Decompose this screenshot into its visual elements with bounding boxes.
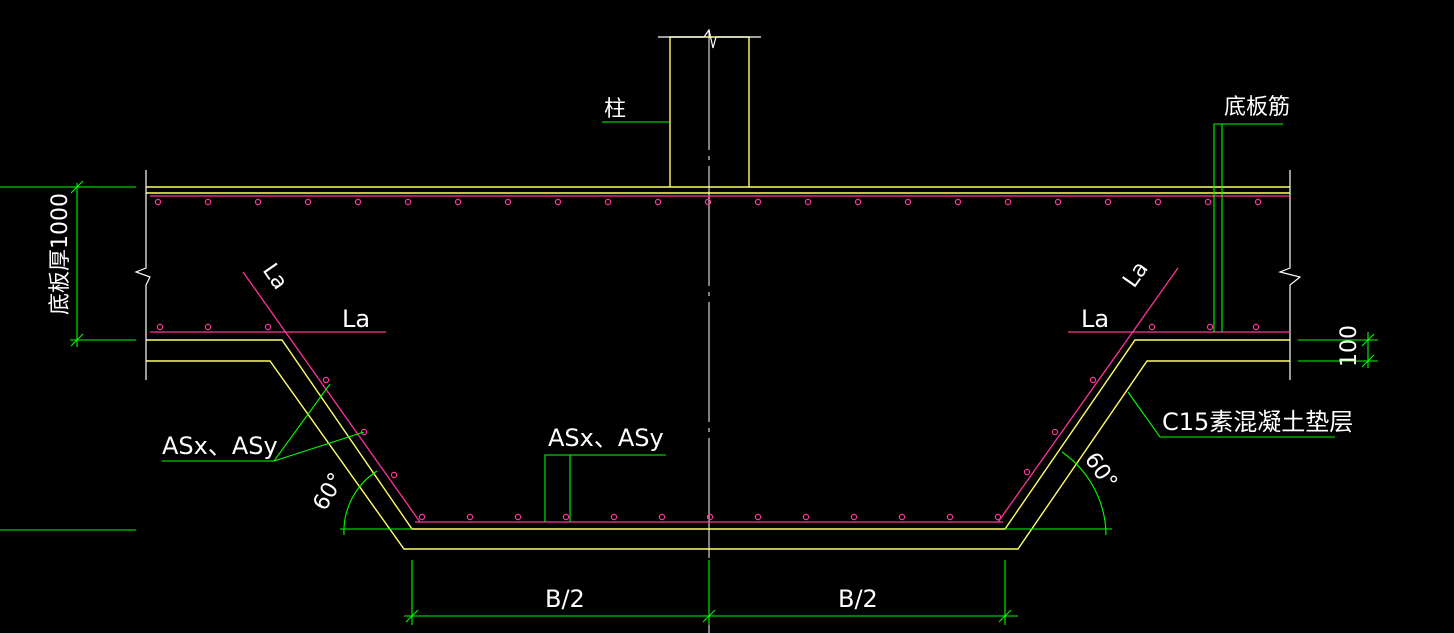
dim-right-tick-bottom [1361, 354, 1375, 368]
rebar-dot [454, 198, 462, 206]
rebar-dot [254, 198, 262, 206]
cushion-outline [146, 360, 1290, 550]
rebar-dot [610, 513, 618, 521]
right-diagonal-rebar [997, 267, 1179, 523]
rebar-dot [204, 323, 212, 331]
left-diagonal-rebar [242, 271, 421, 523]
rebar-dot [1104, 198, 1112, 206]
half-width-left-label: B/2 [545, 585, 585, 613]
rebar-dot [554, 198, 562, 206]
rebar-dot [658, 513, 666, 521]
rebar-dot [562, 513, 570, 521]
rebar-dot [322, 376, 330, 384]
rebar-dot [802, 513, 810, 521]
rebar-dot [418, 513, 426, 521]
rebar-dot [466, 513, 474, 521]
right-break-line [1278, 170, 1302, 380]
rebar-left-leader-2 [273, 431, 365, 462]
rebar-dot [1254, 198, 1262, 206]
rebar-dot [706, 513, 714, 521]
dim-left-tick-bottom [70, 333, 84, 347]
column-break-line [658, 28, 761, 49]
dim-bottom-tick-right [998, 609, 1012, 623]
rebar-dot [304, 198, 312, 206]
angle-left-arc [343, 470, 378, 536]
rebar-dot [156, 323, 164, 331]
half-width-right-label: B/2 [838, 585, 878, 613]
la-right-horizontal-label: La [1081, 305, 1109, 333]
rebar-dot [204, 198, 212, 206]
concrete-outline [146, 36, 1290, 550]
cushion-thickness-label: 100 [1337, 325, 1362, 367]
angle-right-arc [1061, 451, 1107, 536]
rebar-dot [946, 513, 954, 521]
rebar-dot [804, 198, 812, 206]
rebar-dots [154, 198, 1262, 521]
dim-bottom-tick-left [405, 609, 419, 623]
la-left-diagonal-label: La [257, 259, 292, 294]
rebar-dot [264, 323, 272, 331]
rebar-dot [1154, 198, 1162, 206]
slab-rebar-leader [1213, 123, 1283, 332]
rebar-dot [898, 513, 906, 521]
rebar-dot [1252, 323, 1260, 331]
rebar-left-label: ASx、ASy [162, 432, 278, 460]
rebar-dot [654, 198, 662, 206]
rebar-dot [954, 198, 962, 206]
rebar-dot [754, 513, 762, 521]
rebar-dot [1023, 468, 1031, 476]
rebar-dot [1204, 198, 1212, 206]
la-left-horizontal-label: La [342, 305, 370, 333]
left-break-line [134, 170, 151, 380]
text-labels: 柱 底板筋 底板厚1000 La La La La ASx、ASy ASx、AS… [48, 95, 1362, 613]
rebar-dot [404, 198, 412, 206]
dim-right-tick-top [1361, 333, 1375, 347]
rebar-dot [1148, 323, 1156, 331]
rebar-dot [154, 198, 162, 206]
column-label: 柱 [604, 97, 626, 122]
rebar-dot [390, 471, 398, 479]
rebar-lines [150, 195, 1290, 523]
leader-lines [162, 121, 1335, 522]
angle-right-label: 60° [1079, 448, 1122, 494]
rebar-dot [754, 198, 762, 206]
rebar-dot [1054, 198, 1062, 206]
rebar-dot [850, 513, 858, 521]
side-break-lines [134, 170, 1302, 380]
rebar-dot [1004, 198, 1012, 206]
rebar-dot [1089, 376, 1097, 384]
rebar-dot [504, 198, 512, 206]
dim-left-tick-top [70, 180, 84, 194]
angle-left-label: 60° [309, 469, 350, 515]
rebar-dot [994, 513, 1002, 521]
dim-bottom-tick-center [702, 609, 716, 623]
la-right-diagonal-label: La [1118, 257, 1153, 292]
rebar-dot [904, 198, 912, 206]
slab-rebar-label: 底板筋 [1224, 95, 1290, 120]
dimension-lines [0, 180, 1378, 625]
rebar-dot [854, 198, 862, 206]
cushion-leader [1127, 391, 1335, 438]
rebar-dot [360, 428, 368, 436]
rebar-center-leader [544, 454, 666, 522]
rebar-dot [354, 198, 362, 206]
cushion-label: C15素混凝土垫层 [1162, 408, 1353, 436]
rebar-center-label: ASx、ASy [548, 424, 664, 452]
rebar-dot [1206, 323, 1214, 331]
rebar-dot [514, 513, 522, 521]
rebar-dot [1051, 428, 1059, 436]
slab-thickness-label: 底板厚1000 [48, 193, 73, 315]
rebar-dot [604, 198, 612, 206]
rebar-dot [704, 198, 712, 206]
